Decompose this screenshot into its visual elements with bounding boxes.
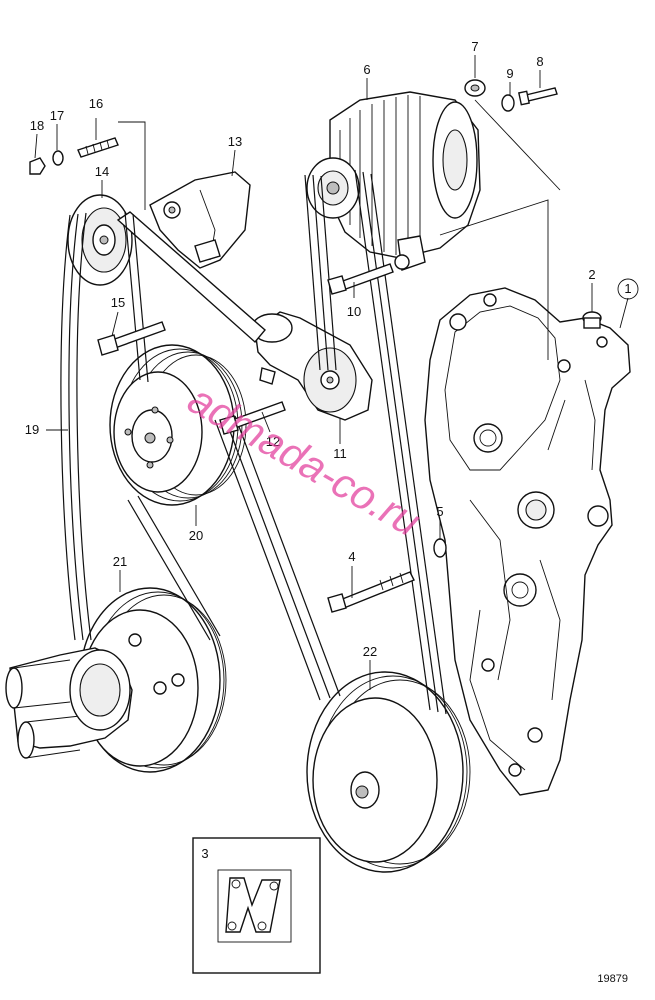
idler-pulley-part-14 (67, 194, 133, 286)
alternator-nut-part-7 (464, 79, 486, 97)
callout-labels: 1 2 3 4 5 6 7 8 9 10 11 12 13 14 15 16 1… (25, 39, 639, 861)
leader-lines (34, 55, 629, 690)
callout-9: 9 (506, 66, 513, 81)
callout-21: 21 (113, 554, 127, 569)
callout-22: 22 (363, 644, 377, 659)
idler-nut-part-18 (29, 157, 46, 175)
callout-18: 18 (30, 118, 44, 133)
callout-8: 8 (536, 54, 543, 69)
callout-12: 12 (266, 434, 280, 449)
callout-2: 2 (588, 267, 595, 282)
callout-4: 4 (348, 549, 355, 564)
bolt-part-12 (219, 401, 286, 435)
callout-13: 13 (228, 134, 242, 149)
crankshaft-pulley-part-20 (109, 344, 247, 506)
bolt-part-15 (97, 321, 166, 356)
alternator-washer-part-9 (501, 94, 515, 112)
callout-14: 14 (95, 164, 109, 179)
callout-17: 17 (50, 108, 64, 123)
callout-3: 3 (201, 846, 208, 861)
callout-15: 15 (111, 295, 125, 310)
power-steering-pulley-part-22 (306, 671, 471, 873)
callout-19: 19 (25, 422, 39, 437)
tensioner-arm (116, 211, 266, 344)
water-pump-housing (5, 633, 185, 759)
callout-11: 11 (333, 446, 347, 461)
callout-20: 20 (189, 528, 203, 543)
alternator-bolt-part-8 (518, 87, 558, 106)
bolt-part-2 (582, 311, 602, 329)
callout-1: 1 (624, 281, 631, 296)
alternator (306, 91, 481, 271)
bolt-part-4 (327, 571, 415, 613)
washer-part-5 (433, 538, 447, 558)
tensioner-bracket-part-13 (149, 171, 251, 269)
bolt-part-10 (327, 263, 394, 295)
figure-number: 19879 (597, 973, 628, 985)
callout-16: 16 (89, 96, 103, 111)
callout-7: 7 (471, 39, 478, 54)
callout-10: 10 (347, 304, 361, 319)
callout-5: 5 (436, 504, 443, 519)
callout-1-circle (617, 278, 639, 300)
serpentine-belt (127, 169, 447, 715)
callout-6: 6 (363, 62, 370, 77)
tensioner-assembly-part-11 (251, 311, 373, 421)
idler-washer-part-17 (52, 150, 64, 166)
belt-routing-inset (192, 837, 321, 974)
accessory-belt-part-19 (60, 211, 149, 641)
alternator-mounting-bracket (424, 287, 631, 796)
idler-bolt-part-16 (77, 137, 119, 158)
